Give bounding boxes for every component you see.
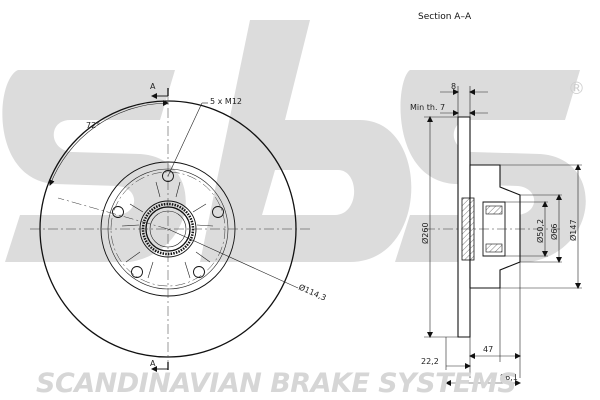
pcd-leader (167, 228, 299, 289)
dim-260-label: Ø260 (420, 222, 430, 244)
section-title: Section A–A (418, 12, 472, 22)
bearing-race-top (485, 205, 503, 215)
dim-147-label: Ø147 (568, 219, 578, 241)
dim-8-label: 8 (451, 82, 456, 91)
section-cut-bottom-label: A (150, 359, 156, 368)
bolt-leader (167, 102, 203, 177)
bolt-label: 5 x M12 (210, 97, 242, 106)
disc-front-view: A A 72° 5 x M12 Ø114,3 (30, 82, 328, 372)
dim-50-label: Ø50,2 (535, 219, 545, 243)
pcd-label: Ø114,3 (297, 282, 328, 303)
section-view: Ø260 Ø50,2 Ø66 Ø147 8 Min th. 7 47 (410, 82, 582, 386)
registered-mark: ® (568, 79, 585, 99)
dim-86-label: 86,1 (500, 373, 518, 382)
dim-66-label: Ø66 (549, 224, 559, 240)
angle-arc (49, 100, 169, 186)
bearing-race-bottom (485, 243, 503, 253)
bolt-hole (212, 206, 224, 218)
dim-22-label: 22,2 (421, 357, 439, 366)
angle-reference-line (57, 197, 169, 230)
section-cut-top-label: A (150, 82, 156, 91)
bolt-hole (131, 266, 143, 278)
bolt-hole (112, 206, 124, 218)
hub-ribs (121, 181, 214, 279)
dim-47-label: 47 (483, 345, 493, 354)
brand-name: SCANDINAVIAN BRAKE SYSTEMS (36, 368, 516, 399)
bolt-hole (193, 266, 205, 278)
angle-label: 72° (86, 121, 100, 130)
min-thickness-label: Min th. 7 (410, 103, 445, 112)
